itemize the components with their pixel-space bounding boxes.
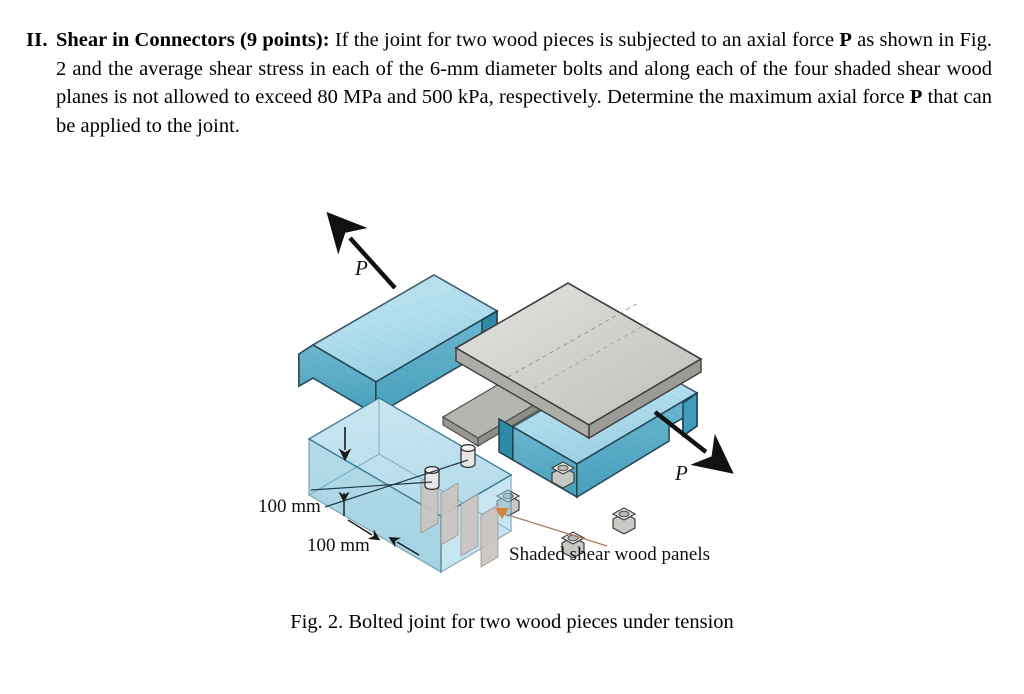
shear-panel-callout-label: Shaded shear wood panels (509, 544, 710, 565)
problem-row: II. Shear in Connectors (9 points): If t… (26, 26, 992, 140)
problem-text: Shear in Connectors (9 points): If the j… (56, 26, 992, 140)
shaded-shear-panels (420, 470, 499, 568)
bolted-joint-assembly: P P (298, 211, 734, 559)
figure-illustration: P P (0, 190, 1024, 630)
load-arrow-bottom: P (653, 410, 734, 485)
steel-splice-plate (454, 282, 703, 440)
bolt-nut (611, 507, 637, 535)
bolt-nut (550, 461, 576, 489)
force-symbol-2: P (909, 86, 923, 108)
figure-caption: Fig. 2. Bolted joint for two wood pieces… (290, 611, 734, 633)
dimension-height-label: 100 mm (258, 496, 321, 517)
shear-plane-detail-block: 100 mm 100 mm Shaded shear wood panels (258, 397, 710, 574)
problem-text-segment-2: as shown in Fig. 2 and the average shear… (56, 29, 992, 108)
dimension-width: 100 mm (307, 519, 420, 556)
bolt-nut (560, 531, 586, 559)
detail-bolt (460, 444, 476, 468)
problem-text-segment-1: If the joint for two wood pieces is subj… (329, 29, 840, 51)
problem-number: II. (26, 29, 48, 51)
problem-text-segment-3: that can be applied to the joint. (56, 86, 992, 137)
load-label-top: P (354, 256, 368, 280)
detail-bolt (424, 466, 440, 490)
shear-panel-callout: Shaded shear wood panels (495, 508, 710, 565)
problem-title: Shear in Connectors (9 points): (56, 29, 330, 51)
problem-statement: II. Shear in Connectors (9 points): If t… (26, 26, 992, 140)
dimension-height: 100 mm (258, 491, 350, 517)
force-symbol-1: P (839, 29, 852, 51)
detail-bolt-group (424, 444, 476, 490)
load-label-bottom: P (674, 461, 688, 485)
load-arrow-top: P (326, 211, 397, 290)
dimension-width-label: 100 mm (307, 535, 370, 556)
